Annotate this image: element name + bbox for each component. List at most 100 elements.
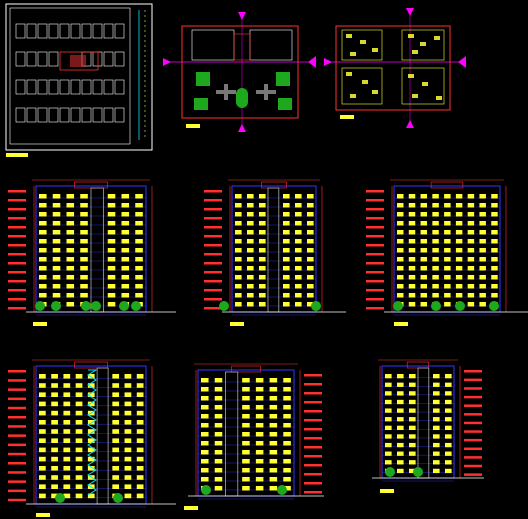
window	[242, 486, 250, 491]
window	[409, 468, 416, 474]
window	[295, 194, 302, 199]
floor-level-tag	[8, 253, 26, 256]
window	[259, 275, 266, 280]
window	[201, 441, 209, 446]
window	[455, 203, 463, 208]
window	[255, 414, 264, 419]
window	[242, 432, 250, 437]
window	[39, 438, 46, 443]
window	[87, 401, 95, 407]
window	[107, 284, 116, 289]
window	[255, 486, 264, 491]
window	[136, 475, 144, 480]
window	[269, 459, 278, 464]
window	[432, 266, 439, 271]
window	[39, 401, 46, 407]
window	[39, 293, 47, 298]
window	[80, 212, 88, 217]
window	[107, 203, 116, 208]
window	[420, 239, 428, 244]
window	[491, 284, 498, 289]
site-boundary	[5, 3, 153, 151]
window	[124, 392, 132, 397]
window	[75, 374, 83, 379]
parking-stall	[114, 79, 125, 95]
window	[39, 212, 47, 217]
window	[408, 212, 416, 217]
window	[420, 266, 428, 271]
window	[235, 221, 242, 226]
window	[397, 257, 404, 262]
window	[397, 293, 404, 298]
window	[408, 284, 416, 289]
window	[467, 203, 475, 208]
window	[397, 212, 404, 217]
window	[235, 302, 242, 307]
window	[247, 221, 254, 226]
window	[283, 468, 291, 473]
tf-unit-d	[401, 67, 445, 105]
window	[259, 203, 266, 208]
floor-level-tag	[8, 379, 26, 382]
window	[269, 387, 278, 392]
window	[63, 484, 71, 489]
window	[214, 414, 223, 419]
window	[136, 374, 144, 379]
window	[397, 275, 404, 280]
furniture-block	[362, 80, 368, 84]
perspective-elevation-sheet	[372, 359, 484, 493]
window	[255, 468, 264, 473]
window	[52, 293, 61, 298]
window	[283, 486, 291, 491]
window	[124, 410, 132, 416]
window	[39, 392, 46, 397]
window	[39, 447, 46, 453]
window	[283, 302, 290, 307]
window	[259, 239, 266, 244]
window	[75, 410, 83, 416]
window	[80, 203, 88, 208]
parking-stall	[114, 23, 125, 39]
window	[39, 475, 46, 480]
window	[201, 423, 209, 428]
window	[112, 484, 120, 489]
window	[124, 484, 132, 489]
floor-level-tag	[304, 437, 322, 440]
site-plan-label-tag	[6, 153, 28, 157]
window	[295, 221, 302, 226]
floor-level-tag	[464, 378, 482, 382]
floor-level-tag	[366, 289, 384, 292]
floor-level-tag	[304, 383, 322, 386]
window	[397, 468, 404, 474]
window	[214, 486, 223, 491]
window	[444, 293, 451, 298]
floor-level-tag	[464, 413, 482, 416]
window	[80, 221, 88, 226]
window	[107, 275, 116, 280]
window	[121, 257, 130, 262]
window	[420, 203, 428, 208]
window	[87, 447, 95, 453]
floor-level-tag	[204, 244, 222, 247]
window	[397, 417, 404, 422]
side-elevation-sheet	[204, 179, 346, 326]
window	[433, 434, 440, 439]
window	[135, 248, 143, 253]
parking-stall	[15, 51, 26, 67]
tree	[489, 301, 499, 311]
tf-section-marker-right	[458, 56, 466, 68]
window	[479, 275, 486, 280]
parking-stall	[15, 23, 26, 39]
window	[491, 230, 498, 235]
window	[455, 221, 463, 226]
window	[124, 429, 132, 434]
section-b-sheet	[184, 363, 324, 510]
window	[87, 429, 95, 434]
window	[479, 221, 486, 226]
parking-stall	[26, 23, 37, 39]
window	[39, 248, 47, 253]
window	[467, 266, 475, 271]
window	[283, 248, 290, 253]
window	[397, 203, 404, 208]
window	[420, 293, 428, 298]
